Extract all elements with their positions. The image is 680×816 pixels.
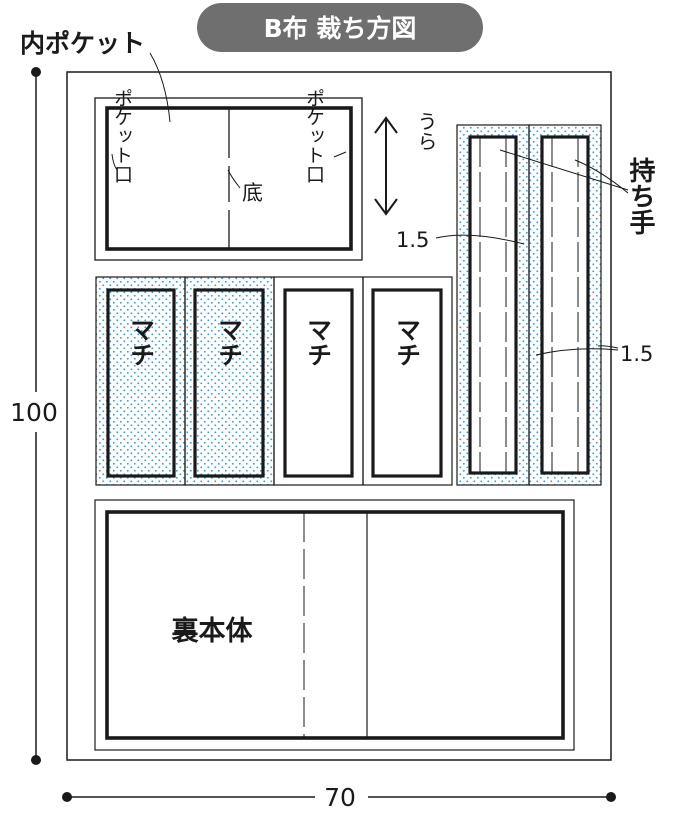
lining-body-piece: [94, 499, 575, 751]
machi-label-4: マチ: [393, 317, 422, 367]
handle-label: 持ち手: [625, 157, 655, 235]
handle-piece-right: [528, 124, 602, 486]
machi-label-2: マチ: [215, 317, 244, 367]
diagram-title: B布 裁ち方図: [264, 14, 417, 43]
machi-piece-1: [95, 276, 186, 486]
machi-piece-2: [184, 276, 275, 486]
height-dimension: [31, 67, 41, 765]
machi-label-3: マチ: [304, 317, 333, 367]
machi-piece-3: [273, 276, 364, 486]
machi-label-1: マチ: [127, 317, 156, 367]
machi-piece-4: [362, 276, 453, 486]
bottom-label: 底: [242, 181, 263, 205]
seam-allowance-label-lower: 1.5: [620, 342, 653, 366]
pocket-opening-right-label: ポケット口: [303, 88, 325, 183]
fabric-sheet: [66, 71, 612, 761]
width-dimension: [62, 792, 616, 802]
reverse-side-arrow: [374, 116, 398, 216]
reverse-side-label: うら: [414, 111, 438, 151]
height-dimension-label: 100: [10, 398, 58, 427]
handle-piece-left: [456, 124, 530, 486]
width-dimension-label: 70: [324, 783, 356, 812]
seam-allowance-label-upper: 1.5: [396, 228, 429, 252]
lining-body-label: 裏本体: [171, 615, 254, 647]
inner-pocket-label: 内ポケット: [20, 29, 145, 58]
pocket-opening-left-label: ポケット口: [111, 88, 133, 183]
inner-pocket-piece: [94, 97, 363, 261]
title-badge: B布 裁ち方図: [197, 3, 483, 52]
